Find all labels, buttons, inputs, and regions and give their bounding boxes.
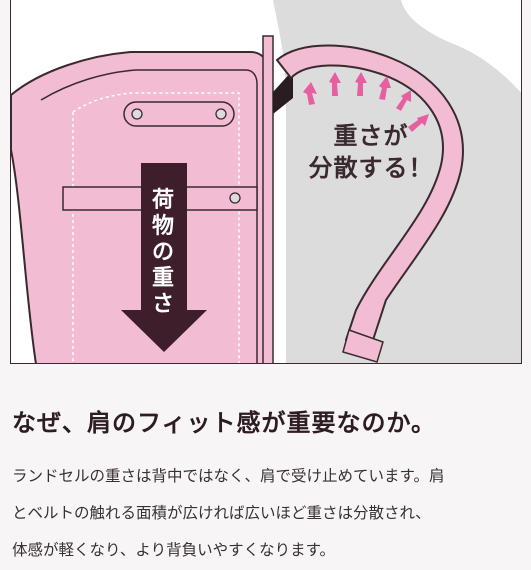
spread-arrows [303, 72, 429, 132]
spread-label-line: 分散する！ [308, 154, 434, 182]
paragraph-line: 体感が軽くなり、より背負いやすくなります。 [12, 541, 336, 559]
rivet [215, 108, 227, 120]
illustration-svg [11, 0, 521, 363]
weight-arrow [121, 163, 207, 352]
body-paragraph: ランドセルの重さは背中ではなく、肩で受け止めています。肩 とベルトの触れる面積が… [12, 458, 524, 569]
strap-buckle [342, 329, 384, 363]
arrow-up-icon [355, 72, 367, 96]
weight-label: 荷 物 の 重 さ [148, 188, 178, 318]
handle-plate [123, 101, 235, 127]
paragraph-line: とベルトの触れる面積が広ければ広いほど重さは分散され、 [12, 504, 431, 522]
arrow-up-icon [408, 114, 429, 132]
weight-label-char: さ [151, 292, 174, 317]
bag-back-edge [262, 35, 274, 363]
arrow-up-icon [396, 90, 411, 111]
spread-label: 重さが 分散する！ [301, 120, 441, 184]
arrow-up-icon [379, 76, 391, 100]
weight-label-char: 物 [151, 214, 174, 239]
rivet [131, 108, 143, 120]
bag-stitching [72, 92, 240, 363]
bag-inner-outline [40, 69, 258, 363]
weight-label-char: 重 [151, 266, 174, 291]
weight-label-char: の [151, 240, 174, 265]
randoseru-illustration: 荷 物 の 重 さ 重さが 分散する！ [10, 0, 522, 364]
shoulder-wedge [273, 70, 293, 114]
arrow-up-icon [329, 72, 341, 96]
rivet [229, 192, 241, 204]
section-heading: なぜ、肩のフィット感が重要なのか。 [12, 409, 437, 437]
paragraph-line: ランドセルの重さは背中ではなく、肩で受け止めています。肩 [12, 467, 445, 485]
weight-label-char: 荷 [151, 188, 174, 213]
arrow-up-icon [303, 82, 317, 105]
spread-label-line: 重さが [333, 122, 409, 150]
